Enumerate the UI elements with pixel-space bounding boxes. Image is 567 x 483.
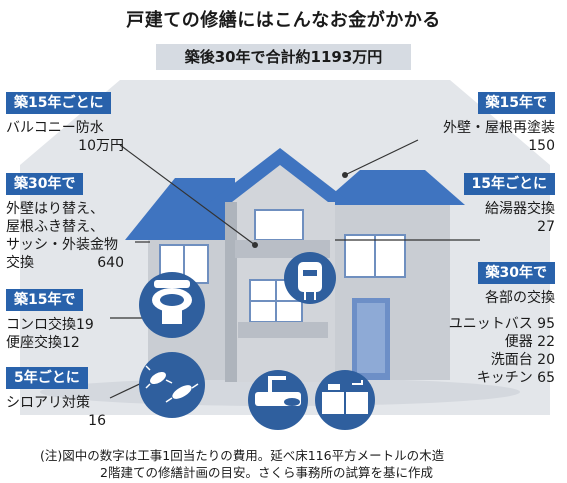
page-title: 戸建ての修繕にはこんなお金がかかる — [126, 10, 441, 31]
exterior-line3: サッシ・外装金物 — [6, 237, 118, 253]
footnote-line1: (注)図中の数字は工事1回当たりの費用。延べ床116平方メートルの木造 — [40, 448, 445, 463]
balcony-cost: 10万円 — [78, 138, 124, 154]
parts-kitchen: キッチン 65 — [476, 370, 555, 386]
label-exterior: 築30年で 外壁はり替え、 屋根ふき替え、 サッシ・外装金物 交換 640 — [6, 173, 124, 272]
label-water-heater: 15年ごとに 給湯器交換 27 — [463, 173, 555, 236]
label-balcony: 築15年ごとに バルコニー防水 10万円 — [6, 92, 124, 155]
label-parts: 築30年で 各部の交換 ユニットバス 95 便器 22 洗面台 20 キッチン … — [449, 262, 555, 387]
water-heater-item: 給湯器交換 — [485, 201, 555, 217]
toilet-icon — [139, 272, 205, 338]
termite-item: シロアリ対策 — [6, 395, 90, 411]
tag-balcony: 築15年ごとに — [6, 92, 112, 114]
parts-toilet: 便器 22 — [504, 334, 555, 350]
main-wall-shadow — [225, 200, 237, 382]
exterior-line1: 外壁はり替え、 — [6, 201, 104, 217]
parts-washbasin: 洗面台 20 — [490, 352, 555, 368]
parts-bath: ユニットバス 95 — [448, 316, 555, 332]
footnote-line2: 2階建ての修繕計画の目安。さくら事務所の試算を基に作成 — [100, 465, 433, 480]
water-heater-icon — [284, 252, 336, 304]
footnote: (注)図中の数字は工事1回当たりの費用。延べ床116平方メートルの木造 2階建て… — [40, 447, 560, 481]
water-heater-cost: 27 — [537, 219, 555, 235]
label-kitchen-toilet: 築15年で コンロ交換19 便座交換12 — [6, 289, 94, 352]
exterior-line4: 交換 — [6, 255, 34, 271]
kitchen-icon — [315, 370, 375, 430]
termite-cost: 16 — [88, 413, 106, 429]
parts-heading: 各部の交換 — [485, 290, 555, 306]
tag-water-heater: 15年ごとに — [463, 173, 555, 195]
termite-icon — [139, 352, 205, 418]
repaint-cost: 150 — [528, 138, 555, 154]
stove-item: コンロ交換19 — [6, 317, 94, 333]
tag-termite: 5年ごとに — [6, 367, 88, 389]
tag-exterior: 築30年で — [6, 173, 84, 195]
tag-repaint: 築15年で — [477, 92, 555, 114]
upper-window — [254, 209, 304, 241]
toilet-seat-item: 便座交換12 — [6, 335, 80, 351]
subtitle-banner: 築後30年で合計約1193万円 — [156, 44, 411, 70]
left-wing-roof — [125, 178, 235, 240]
exterior-line2: 屋根ふき替え、 — [6, 219, 104, 235]
tag-parts: 築30年で — [477, 262, 555, 284]
tag-kitchen-toilet: 築15年で — [6, 289, 84, 311]
right-wing-roof — [320, 170, 465, 205]
repaint-item: 外壁・屋根再塗装 — [443, 120, 555, 136]
exterior-cost: 640 — [97, 255, 124, 271]
faucet-icon — [248, 370, 308, 430]
label-termite: 5年ごとに シロアリ対策 16 — [6, 367, 106, 430]
balcony-item: バルコニー防水 — [6, 120, 104, 136]
label-repaint: 築15年で 外壁・屋根再塗装 150 — [443, 92, 555, 155]
